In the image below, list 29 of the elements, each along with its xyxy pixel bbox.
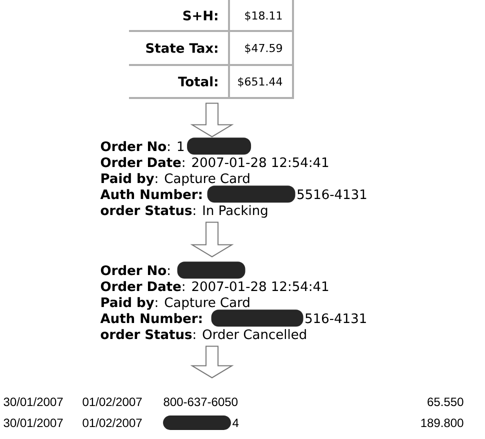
field-label: Auth Number: bbox=[100, 313, 202, 324]
field-value: 5516-4131 bbox=[298, 189, 366, 200]
description-text: 4 bbox=[232, 418, 239, 427]
field-label: Auth Number: bbox=[100, 189, 202, 200]
block-arrow bbox=[190, 222, 234, 258]
order-detail: Order Date: 2007-01-28 12:54:41 bbox=[100, 157, 328, 168]
order-detail: order Status: Order Cancelled bbox=[100, 329, 306, 340]
date-text: 01/02/2007 bbox=[82, 418, 142, 428]
order-detail: Order Date: 2007-01-28 12:54:41 bbox=[100, 281, 328, 292]
field-value: 516-4131 bbox=[306, 313, 366, 324]
table-cell: $18.11 bbox=[229, 0, 294, 32]
date-text: 30/01/2007 bbox=[4, 418, 63, 428]
amount-text: 189.800 bbox=[421, 418, 464, 428]
block-arrow bbox=[190, 346, 234, 378]
order-detail: order Status: In Packing bbox=[100, 205, 268, 218]
amount-text: 65.550 bbox=[428, 398, 464, 406]
order-detail: Paid by: Capture Card bbox=[101, 297, 250, 310]
date-text: 30/01/2007 bbox=[4, 397, 63, 406]
order-detail: Paid by: Capture Card bbox=[101, 173, 250, 186]
block-arrow bbox=[190, 102, 234, 138]
order-detail: Order No: 1 bbox=[100, 141, 184, 152]
description-text: 800-637-6050 bbox=[164, 398, 238, 406]
date-text: 01/02/2007 bbox=[82, 397, 142, 406]
table-cell: S+H: bbox=[129, 0, 230, 32]
table-cell: Total: bbox=[129, 65, 230, 99]
table-cell: State Tax: bbox=[129, 31, 230, 66]
order-detail: Order No: bbox=[100, 265, 170, 276]
table-cell: $651.44 bbox=[229, 65, 294, 99]
table-cell: $47.59 bbox=[229, 31, 294, 66]
